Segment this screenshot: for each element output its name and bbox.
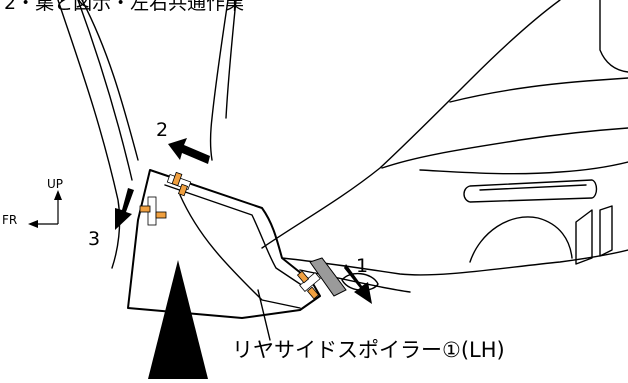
step-3-label: 3 [88,228,101,250]
bumper-upper-contour [261,0,561,249]
tape-tab-left-orange-2 [155,211,167,219]
diffuser-upper-line [419,161,628,175]
spoiler-inner-fold-1 [164,184,307,289]
orientation-fr-label: FR [2,213,18,227]
step-2-label: 2 [156,119,169,141]
tape-tab-top-orange-2 [177,183,189,197]
diffuser-fin-1 [575,209,593,265]
rear-reflector-inner [479,184,587,191]
arrow-step-2 [168,138,210,164]
rear-reflector [463,179,598,203]
orientation-up-arrowhead [54,190,62,200]
adhesive-tape-strip [309,257,347,297]
body-crease-line [449,77,628,103]
tape-tab-right-orange-1 [296,270,310,284]
trunk-edge-line [599,0,628,73]
rear-side-spoiler-outline [127,169,321,319]
spoiler-inner-fold-2 [179,194,301,309]
diffuser-fin-2 [599,205,613,257]
tape-tab-right-orange-2 [306,286,320,300]
quarter-panel-line-2 [225,0,237,119]
wheel-arch-side-line [81,0,139,161]
bumper-shoulder-line [381,127,628,169]
quarter-panel-line [209,0,229,161]
wheel-arch-inner-line [77,0,133,181]
bumper-lower-edge [281,249,628,276]
step-1-label: 1 [356,255,369,277]
orientation-fr-arrowhead [28,220,38,228]
diffuser-arch [469,216,573,263]
tape-tab-left-orange-1 [139,205,151,213]
orientation-up-label: UP [47,177,64,191]
header-text: 2・集と図示・左右共通作業 [4,0,245,14]
large-push-arrow [148,260,208,379]
arrow-step-1 [344,264,372,304]
spoiler-leader-line [257,289,271,341]
wheel-arch-outer-line [57,0,121,269]
part-name-label: リヤサイドスポイラー①(LH) [232,338,505,362]
arrow-step-3 [115,188,134,230]
tape-tab-top-orange-1 [171,171,183,187]
